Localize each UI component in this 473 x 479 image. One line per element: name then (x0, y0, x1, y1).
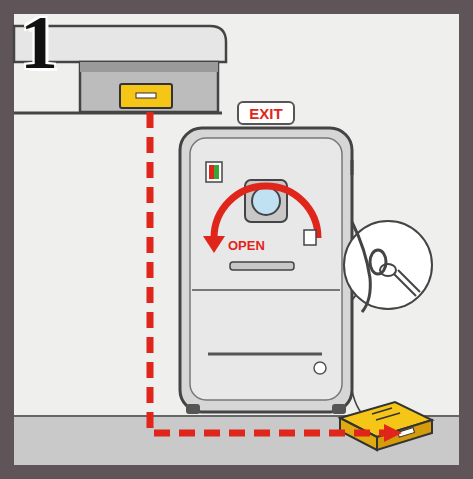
step-number: 1 (20, 4, 58, 80)
door-foot (332, 404, 346, 414)
assist-symbol (314, 362, 326, 374)
door-hinge (351, 160, 354, 175)
sign-text: EXIT (249, 106, 282, 121)
door-latch (304, 230, 316, 245)
pack-side (377, 420, 432, 450)
overhead-bin (80, 62, 218, 112)
exit-door (180, 128, 352, 412)
girt-bar-slot (208, 353, 322, 356)
exit-sign: EXIT (237, 101, 295, 125)
open-label: OPEN (228, 239, 265, 252)
arming-indicator (206, 162, 222, 182)
slide-raft-pack (120, 84, 172, 108)
path-arrow (150, 112, 384, 433)
door-panel (190, 138, 342, 400)
open-arrow (214, 186, 318, 238)
strap-detail (394, 270, 420, 296)
snap-hook (380, 264, 396, 276)
door-window (252, 187, 280, 215)
pack-handle (136, 93, 156, 98)
indicator-green (214, 165, 219, 179)
bin-shadow (80, 62, 218, 72)
open-arrowhead (203, 236, 225, 253)
card-ground (14, 14, 459, 465)
panel-divider (192, 289, 340, 291)
bin-shelf (14, 112, 222, 115)
door-edge-detail (352, 222, 370, 312)
path-arrowhead (384, 424, 402, 442)
pack-marking (372, 408, 400, 420)
door-handle (230, 262, 294, 270)
anchor-ring (370, 250, 386, 274)
indicator-red (209, 165, 214, 179)
door-foot (186, 404, 200, 414)
